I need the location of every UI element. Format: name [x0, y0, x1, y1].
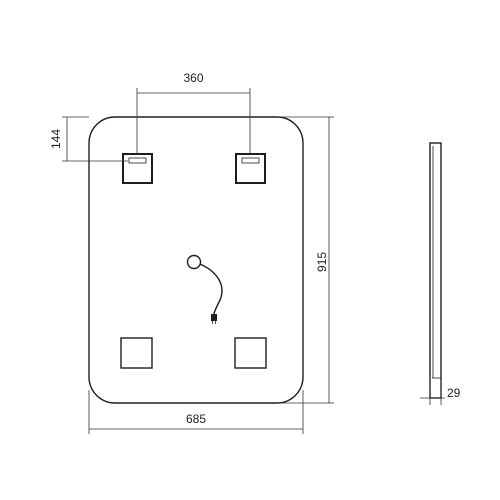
dimension-depth: 29 — [420, 380, 461, 405]
dimension-width: 685 — [88, 390, 304, 434]
dimension-label-29: 29 — [447, 386, 461, 400]
side-view — [429, 142, 442, 399]
bottom-left-panel — [120, 337, 153, 369]
bottom-right-panel — [234, 337, 267, 369]
mount-bracket-icon — [122, 153, 153, 184]
dimension-label-360: 360 — [183, 71, 203, 85]
dimension-label-685: 685 — [186, 412, 206, 426]
mount-bracket-icon — [235, 153, 266, 184]
front-view — [88, 116, 304, 404]
mirror-side-profile — [429, 142, 442, 399]
dimension-bracket-spacing: 360 — [136, 71, 251, 154]
dimension-top-offset: 144 — [49, 116, 128, 162]
dimension-height: 915 — [276, 116, 334, 404]
touch-sensor-icon — [186, 254, 202, 270]
mirror-outline — [88, 116, 304, 404]
dimension-label-144: 144 — [49, 129, 63, 149]
power-cord-icon — [199, 263, 223, 315]
plug-icon — [211, 314, 217, 324]
dimension-label-915: 915 — [315, 252, 329, 272]
